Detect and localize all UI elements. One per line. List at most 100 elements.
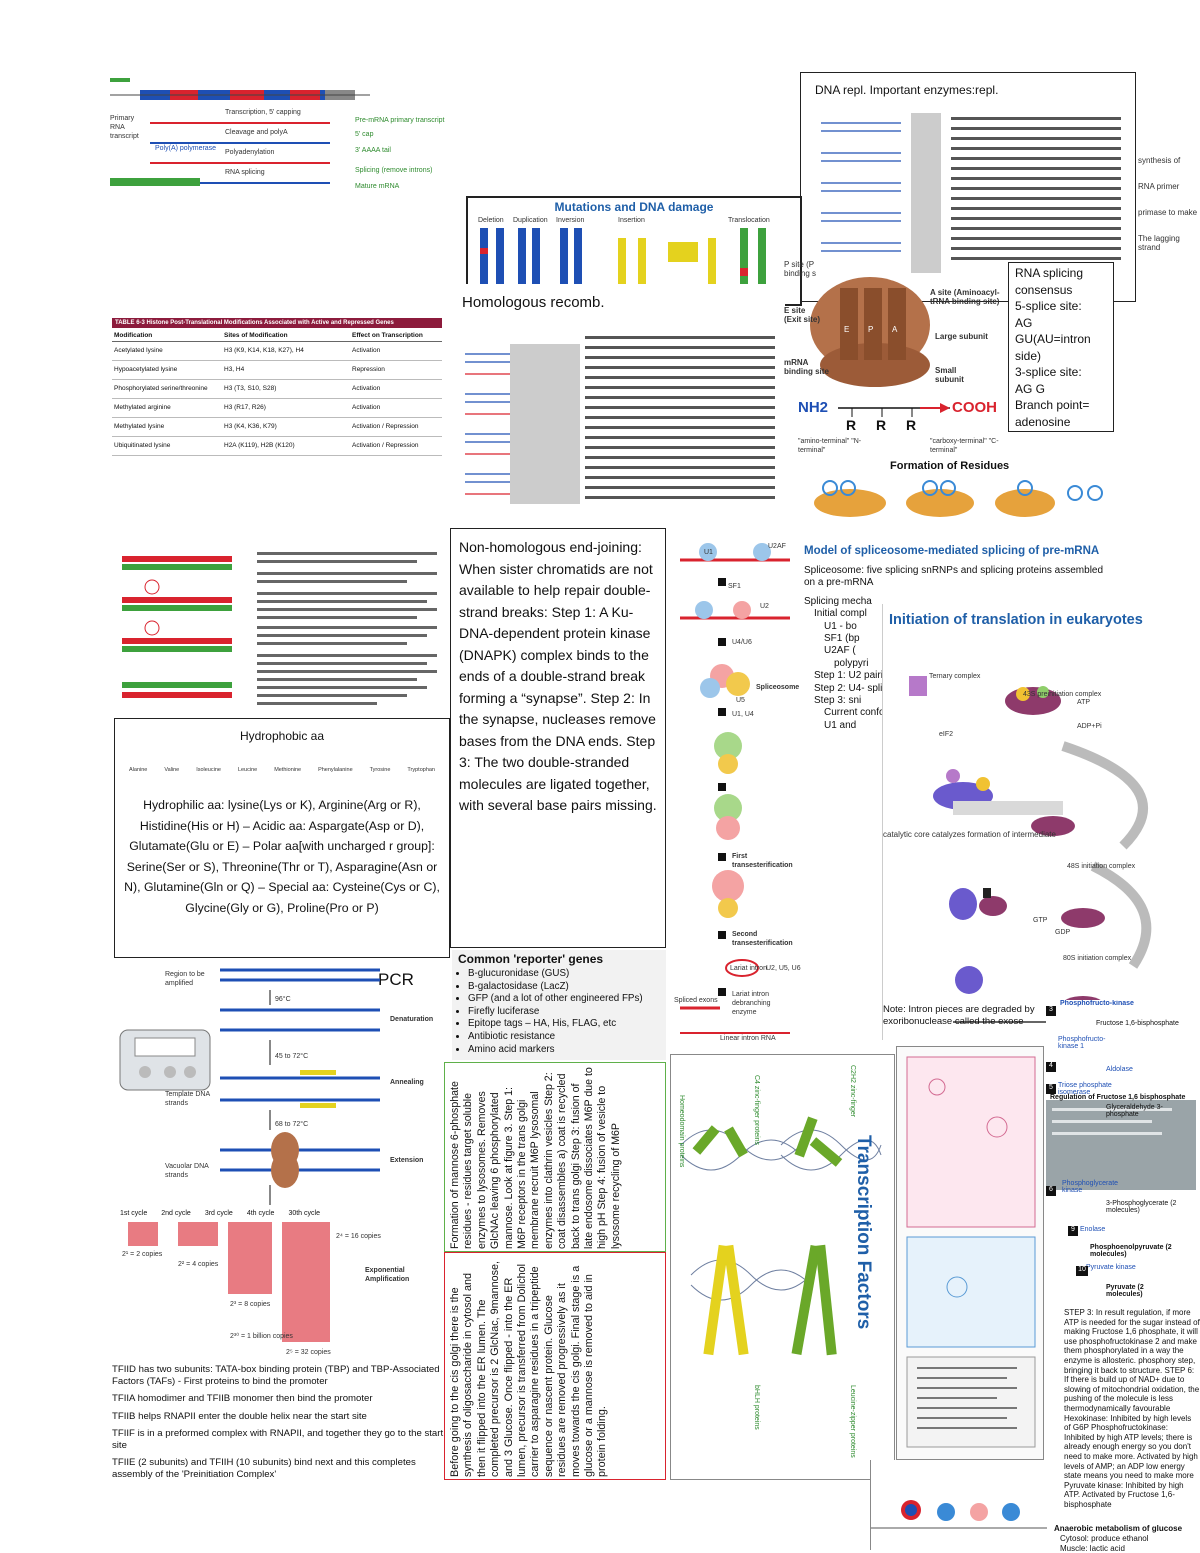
ribosome-mrna-site-label: mRNA binding site [784, 358, 829, 376]
mutation-type-deletion: Deletion [478, 217, 504, 224]
pcr-copies-2: 2² = 4 copies [178, 1261, 219, 1268]
spliceosome-bullet-8: Step 1: U2 pairing inter [814, 670, 917, 682]
glycolysis-text: STEP 3: In result regulation, if more AT… [1064, 1308, 1200, 1509]
pcr-title: PCR [378, 970, 414, 989]
tfiid-line-3: TFIIB helps RNAPII enter the double heli… [112, 1410, 367, 1422]
histone-cell-effect: Activation [352, 347, 381, 354]
formation-residues-diagram [814, 480, 1103, 517]
glycolysis-panel: Phosphofructo-kinase Fructose 1,6-bispho… [1046, 1000, 1200, 1553]
amino-acids-box: Hydrophobic aa Alanine Valine Isoleucine… [114, 718, 450, 958]
pcr-temp-1: 96°C [275, 996, 291, 1003]
splicing-line-3: AG [1015, 315, 1033, 330]
nhej-title: Non-homologous end-joining: [459, 539, 642, 555]
initiation-label-gtp: GTP [1033, 917, 1048, 924]
mrna-processing-diagram [110, 78, 370, 186]
initiation-label-catalytic: catalytic core catalyzes formation of in… [883, 830, 1056, 839]
spliceosome-label-second-trans: Second transesterification [732, 931, 793, 947]
dna-repl-side-3: primase to make [1138, 208, 1198, 217]
mutation-type-duplication: Duplication [513, 217, 548, 224]
spliceosome-label-u5: U5 [736, 697, 745, 704]
pcr-left-label-3: Vacuolar DNA strands [165, 1163, 209, 1179]
ribosome-illustration: E P A [810, 277, 930, 387]
pcr-copies-6: 2⁵ = 32 copies [286, 1349, 331, 1356]
glycolysis-mito-note: Regulation of Fructose 1,6 bisphosphate [1050, 1094, 1186, 1101]
spliceosome-label-spliceosome: Spliceosome [756, 684, 800, 691]
pcr-copies-1: 2¹ = 2 copies [122, 1251, 163, 1258]
initiation-label-ternary: Ternary complex [929, 673, 981, 680]
glycolysis-item-3: Phosphofructo-kinase 1 [1058, 1036, 1106, 1050]
tf-label-leucine: Leucine-zipper proteins [849, 1385, 856, 1458]
ribosome-small-subunit-label: Small subunit [935, 366, 964, 384]
pcr-step-annealing: Annealing [390, 1079, 424, 1086]
tfiid-line-2: TFIIA homodimer and TFIIB monomer then b… [112, 1393, 373, 1405]
pcr-left-label-1: Region to be amplified [165, 971, 205, 987]
glycolysis-step-10: 10 [1076, 1266, 1088, 1276]
aa-tyrosine: Tyrosine [369, 767, 391, 773]
pcr-copies-3: 2³ = 8 copies [230, 1301, 271, 1308]
histone-cell-modification: Ubiquitinated lysine [114, 442, 171, 449]
histone-cell-effect: Activation [352, 385, 381, 392]
spliceosome-title: Model of spliceosome-mediated splicing o… [804, 545, 1100, 557]
histone-cell-modification: Acetylated lysine [114, 347, 163, 354]
mrna-label-5: Mature mRNA [355, 183, 400, 190]
spliceosome-label-u4u6: U4/U6 [732, 639, 752, 646]
histone-cell-modification: Hypoacetylated lysine [114, 366, 178, 373]
mutation-type-inversion: Inversion [556, 217, 585, 224]
initiation-label-atp: ATP [1077, 699, 1091, 706]
mrna-label-1: Pre-mRNA primary transcript [355, 117, 445, 124]
svg-text:A: A [892, 325, 898, 334]
initiation-diagram [909, 676, 1153, 1023]
reporter-gene-4: Firefly luciferase [468, 1006, 666, 1019]
glycolysis-step-5: 5 [1046, 1084, 1056, 1094]
nhej-text: When sister chromatids are not available… [459, 560, 657, 814]
ribosome-e-site-label: E site (Exit site) [784, 306, 821, 324]
glycolysis-regulation-image [1046, 1100, 1196, 1190]
glycolysis-step-9: 9 [1068, 1226, 1078, 1236]
spliceosome-label-u1: U1 [704, 549, 713, 556]
pcr-copies-4: 2⁴ = 16 copies [336, 1233, 381, 1240]
mrna-left-label-1: Primary RNA transcript [110, 115, 139, 140]
initiation-translation-panel: Initiation of translation in eukaryotes … [882, 604, 1200, 1040]
spliceosome-bullet-10: Step 3: sni [814, 695, 862, 707]
histone-cell-sites: H2A (K119), H2B (K120) [224, 442, 295, 449]
histone-cell-sites: H3, H4 [224, 366, 245, 373]
pcr-amplification: Exponential Amplification [365, 1267, 410, 1283]
tfiid-notes: TFIID has two subunits: TATA-box binding… [112, 1364, 447, 1504]
glycolysis-item-8: 3-Phosphoglycerate (2 molecules) [1106, 1200, 1177, 1214]
spliceosome-label-u2af: U2AF [768, 543, 786, 550]
glycolysis-anaerobic-1: Cytosol: produce ethanol [1060, 1534, 1149, 1543]
histone-header-effect: Effect on Transcription [352, 332, 423, 339]
spliceosome-steps [680, 543, 790, 1034]
golgi-figure [896, 1046, 1044, 1460]
glycolysis-step-6: 6 [1046, 1186, 1056, 1196]
protein-complex-figure [870, 1460, 1047, 1550]
amino-terminal-label: "amino-terminal" "N-terminal" [798, 438, 862, 454]
mrna-step-1: Transcription, 5' capping [225, 109, 301, 116]
tfiid-line-5: TFIIE (2 subunits) and TFIIH (10 subunit… [112, 1457, 416, 1481]
mrna-label-3: 3' AAAA tail [355, 147, 391, 154]
glycolysis-item-10: Phosphoenolpyruvate (2 molecules) [1090, 1244, 1172, 1258]
histone-header-modification: Modification [114, 332, 153, 339]
reporter-gene-6: Antibiotic resistance [468, 1031, 666, 1044]
glycolysis-item-1: Phosphofructo-kinase [1060, 1000, 1134, 1007]
pcr-cycle-2: 2nd cycle [161, 1210, 191, 1217]
aa-methionine: Methionine [274, 767, 302, 773]
dna-repl-side-1: synthesis of [1138, 156, 1181, 165]
initiation-label-eif2: eIF2 [939, 731, 954, 738]
spliceosome-bullet-3: Initial compl [814, 608, 867, 620]
chromatin-figure [112, 542, 447, 722]
splicing-line-4: GU(AU=intron side) [1015, 332, 1091, 363]
ribosome-p-site-label: P site (P binding s [784, 260, 817, 278]
histone-cell-modification: Phosphorylated serine/threonine [114, 385, 208, 392]
spliceosome-label-sf1: SF1 [728, 583, 741, 590]
spliceosome-label-debranch: Lariat intron debranching enzyme [732, 991, 771, 1016]
initiation-title: Initiation of translation in eukaryotes [889, 612, 1143, 628]
pcr-copies-5: 2³⁰ = 1 billion copies [230, 1333, 293, 1340]
tfiid-line-1: TFIID has two subunits: TATA-box binding… [112, 1364, 440, 1388]
hydrophobic-title: Hydrophobic aa [239, 729, 325, 743]
initiation-label-43s: 43S preinitiation complex [1023, 691, 1102, 698]
histone-cell-modification: Methylated lysine [114, 423, 165, 430]
